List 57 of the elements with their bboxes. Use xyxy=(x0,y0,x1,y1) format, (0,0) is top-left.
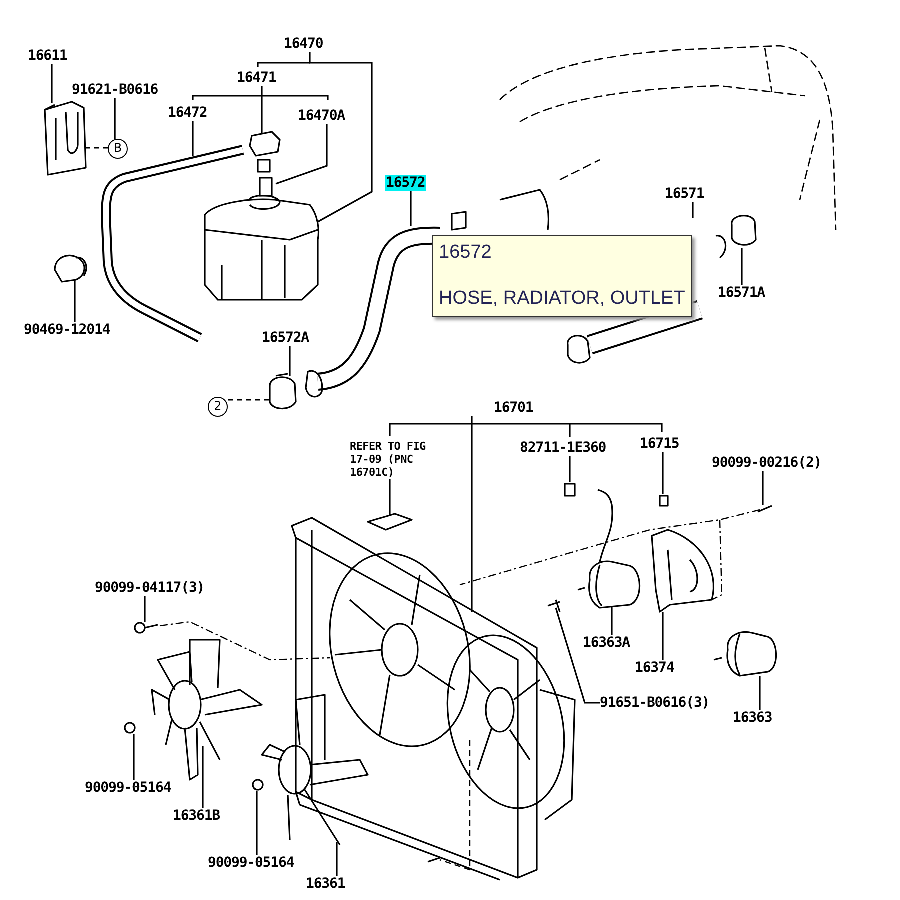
part-number: 16571A xyxy=(718,285,765,301)
leader-line xyxy=(759,676,761,710)
part-number: 16470 xyxy=(284,36,324,52)
callout-circle: 2 xyxy=(208,397,228,417)
part-number: 16363 xyxy=(733,710,772,726)
part-number: 91651-B0616(3) xyxy=(600,695,710,711)
part-number: 16572 xyxy=(439,242,493,264)
tooltip-popup xyxy=(432,235,692,317)
leader-line xyxy=(336,842,338,876)
leader-line xyxy=(114,98,116,139)
part-number: 16701 xyxy=(494,400,534,416)
leader-line xyxy=(256,791,258,855)
part-number: 16361 xyxy=(306,876,346,892)
reference-note: REFER TO FIG 17-09 (PNC 16701C) xyxy=(350,440,450,479)
leader-line xyxy=(662,452,664,494)
part-number: 90099-05164 xyxy=(85,780,172,796)
part-number: 16361B xyxy=(173,808,220,824)
leader-line xyxy=(192,121,194,156)
part-number: 90469-12014 xyxy=(24,322,110,338)
part-number: 90099-05164 xyxy=(208,855,294,871)
leader-line xyxy=(74,280,76,322)
leader-line xyxy=(471,416,473,612)
leader-line xyxy=(662,612,664,660)
leader-line xyxy=(144,596,146,622)
part-number: 82711-1E360 xyxy=(520,440,606,456)
part-number: 16471 xyxy=(237,70,276,86)
part-number: 16572 xyxy=(385,175,426,191)
leader-line xyxy=(289,346,291,376)
part-number: 16571 xyxy=(665,186,704,202)
leader-line xyxy=(309,52,373,223)
part-description: HOSE, RADIATOR, OUTLET xyxy=(439,288,686,310)
leader-line xyxy=(611,606,613,635)
leader-line xyxy=(569,456,571,482)
part-number: 16715 xyxy=(640,436,680,452)
leader-line xyxy=(389,479,391,516)
leader-line xyxy=(133,734,135,780)
leader-line xyxy=(202,746,204,808)
part-number: 16374 xyxy=(635,660,674,676)
part-number: 90099-04117(3) xyxy=(95,580,205,596)
part-number: 16611 xyxy=(28,48,68,64)
leader-line xyxy=(692,202,694,218)
part-number: 16470A xyxy=(298,108,345,124)
leader-line xyxy=(51,64,53,103)
leader-line xyxy=(555,608,600,704)
callout-circle: B xyxy=(108,139,128,159)
part-number: 16572A xyxy=(262,330,309,346)
part-number: 90099-00216(2) xyxy=(712,455,822,471)
leader-line xyxy=(84,147,108,149)
part-number: 91621-B0616 xyxy=(72,82,158,98)
leader-line xyxy=(228,399,270,401)
leader-line xyxy=(410,191,412,226)
leader-line xyxy=(276,124,328,185)
part-number: 16363A xyxy=(583,635,630,651)
leader-line xyxy=(741,248,743,285)
leader-line xyxy=(762,471,764,505)
part-number: 16472 xyxy=(168,105,208,121)
leader-line xyxy=(261,86,263,134)
